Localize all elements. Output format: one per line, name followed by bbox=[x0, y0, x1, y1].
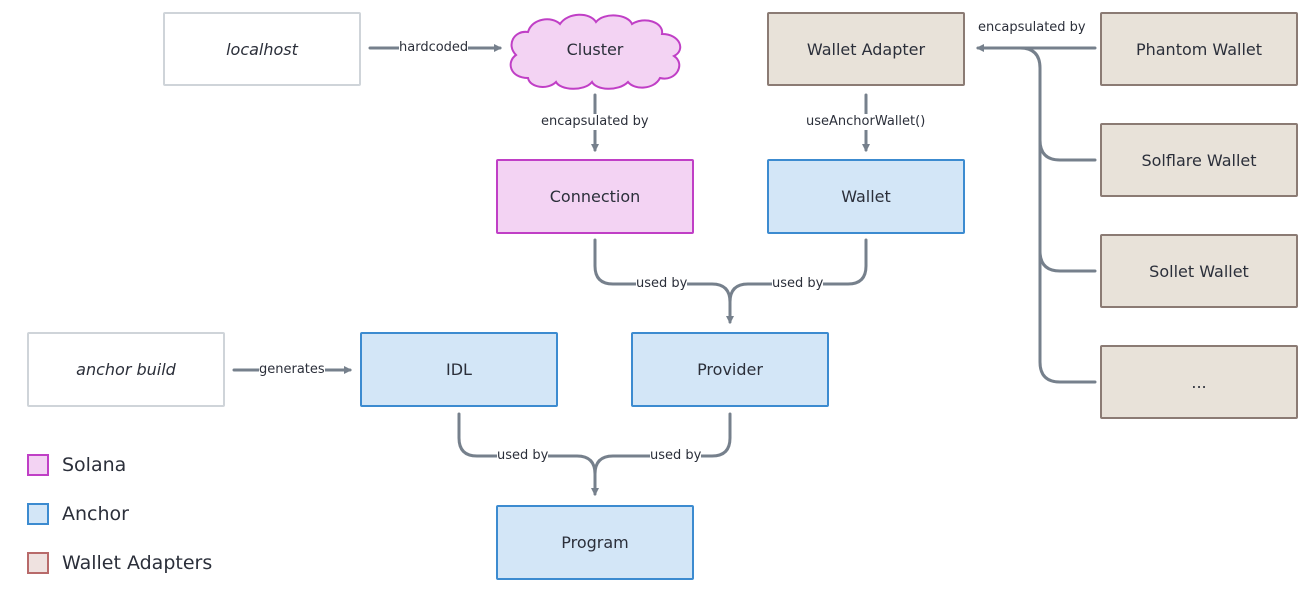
edge-label-connection-used-by: used by bbox=[636, 276, 688, 292]
edge-wallet-provider bbox=[728, 238, 868, 304]
wallet-label: Wallet bbox=[841, 187, 891, 206]
legend-wallet-adapters: Wallet Adapters bbox=[27, 552, 212, 574]
wallet-adapter-label: Wallet Adapter bbox=[806, 39, 926, 59]
legend-anchor-label: Anchor bbox=[62, 503, 129, 525]
legend-wallet-adapters-swatch bbox=[27, 552, 49, 574]
edge-label-use-anchor-wallet: useAnchorWallet() bbox=[806, 114, 926, 130]
idl-node: IDL bbox=[360, 332, 558, 407]
solflare-wallet-label: Solflare Wallet bbox=[1141, 150, 1257, 170]
localhost-node: localhost bbox=[163, 12, 361, 86]
more-wallets-label: ... bbox=[1191, 372, 1207, 392]
anchor-build-label: anchor build bbox=[76, 360, 176, 379]
edge-sollet-bus bbox=[1038, 249, 1097, 273]
program-label: Program bbox=[561, 533, 629, 552]
sollet-wallet-node: Sollet Wallet bbox=[1100, 234, 1298, 308]
localhost-label: localhost bbox=[226, 39, 298, 59]
edge-label-cluster-encapsulated: encapsulated by bbox=[541, 114, 649, 130]
connection-node: Connection bbox=[496, 159, 694, 234]
legend-solana-swatch bbox=[27, 454, 49, 476]
edge-label-generates: generates bbox=[259, 362, 325, 378]
edge-solflare-bus bbox=[1038, 138, 1097, 162]
wallet-node: Wallet bbox=[767, 159, 965, 234]
phantom-wallet-label: Phantom Wallet bbox=[1135, 39, 1263, 59]
connection-label: Connection bbox=[549, 187, 641, 206]
legend-wallet-adapters-label: Wallet Adapters bbox=[62, 552, 213, 574]
more-wallets-node: ... bbox=[1100, 345, 1298, 419]
provider-label: Provider bbox=[697, 360, 763, 379]
solflare-wallet-node: Solflare Wallet bbox=[1100, 123, 1298, 197]
cluster-node: Cluster bbox=[515, 20, 675, 78]
legend-solana: Solana bbox=[27, 454, 126, 476]
program-node: Program bbox=[496, 505, 694, 580]
legend-anchor: Anchor bbox=[27, 503, 129, 525]
edge-label-wallet-used-by: used by bbox=[772, 276, 824, 292]
idl-label: IDL bbox=[446, 360, 472, 379]
phantom-wallet-node: Phantom Wallet bbox=[1100, 12, 1298, 86]
edge-label-idl-used-by: used by bbox=[497, 448, 549, 464]
sollet-wallet-label: Sollet Wallet bbox=[1149, 261, 1249, 281]
legend-anchor-swatch bbox=[27, 503, 49, 525]
edge-bus-trunk bbox=[1018, 46, 1097, 384]
edge-label-wallets-encapsulated: encapsulated by bbox=[978, 20, 1086, 36]
edge-provider-program bbox=[593, 412, 732, 476]
anchor-build-node: anchor build bbox=[27, 332, 225, 407]
edge-label-hardcoded: hardcoded bbox=[399, 40, 469, 56]
cluster-cloud-shape bbox=[509, 13, 682, 90]
wallet-adapter-node: Wallet Adapter bbox=[767, 12, 965, 86]
cluster-label: Cluster bbox=[566, 39, 624, 59]
provider-node: Provider bbox=[631, 332, 829, 407]
legend-solana-label: Solana bbox=[62, 454, 127, 476]
edge-label-provider-used-by: used by bbox=[650, 448, 702, 464]
